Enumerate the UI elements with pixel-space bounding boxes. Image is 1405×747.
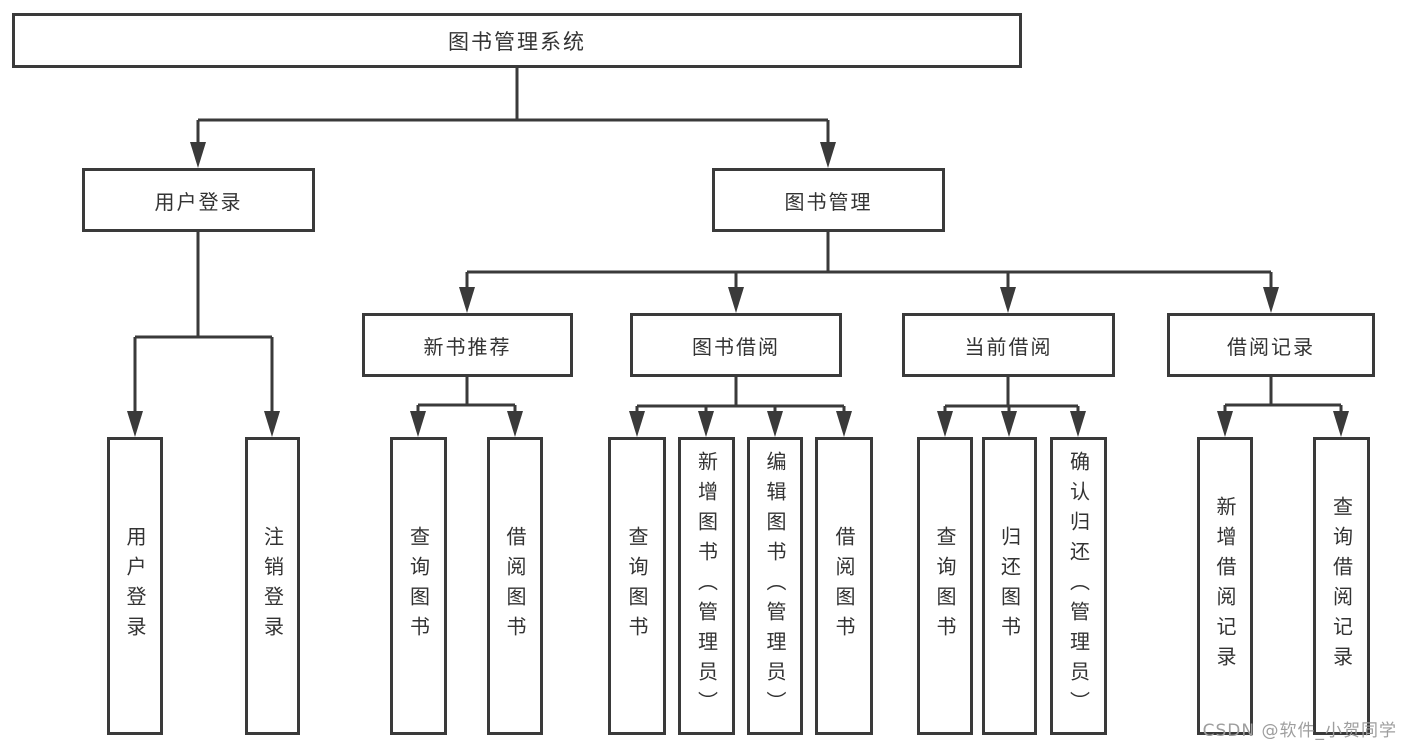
- arrow-down-icon: [767, 411, 783, 437]
- node-label: 借阅图书: [832, 526, 856, 646]
- arrow-down-icon: [698, 411, 714, 437]
- node-label: 编辑图书（管理员）: [763, 451, 787, 721]
- node-book-borrowing: 图书借阅: [630, 313, 842, 377]
- node-label: 查询图书: [406, 526, 431, 646]
- node-label: 归还图书: [997, 526, 1022, 646]
- arrow-down-icon: [1263, 287, 1279, 313]
- node-label: 当前借阅: [964, 334, 1053, 359]
- node-label: 图书管理系统: [448, 29, 586, 54]
- leaf-logout: 注销登录: [245, 437, 300, 735]
- arrow-down-icon: [937, 411, 953, 437]
- node-library-system: 图书管理系统: [12, 13, 1022, 68]
- arrow-down-icon: [507, 411, 523, 437]
- leaf-borrow-books-recommendation: 借阅图书: [487, 437, 543, 735]
- arrow-down-icon: [820, 142, 836, 168]
- arrow-down-icon: [127, 411, 143, 437]
- leaf-user-login: 用户登录: [107, 437, 163, 735]
- arrow-down-icon: [728, 287, 744, 313]
- node-current-borrowing: 当前借阅: [902, 313, 1115, 377]
- leaf-query-books-current: 查询图书: [917, 437, 973, 735]
- node-label: 新书推荐: [423, 334, 512, 359]
- node-label: 新增图书（管理员）: [694, 451, 719, 721]
- arrow-down-icon: [629, 411, 645, 437]
- arrow-down-icon: [264, 411, 280, 437]
- node-label: 图书管理: [784, 189, 873, 214]
- leaf-return-book: 归还图书: [982, 437, 1037, 735]
- leaf-borrow-books-borrowing: 借阅图书: [815, 437, 873, 735]
- node-label: 用户登录: [123, 526, 147, 646]
- arrow-down-icon: [1333, 411, 1349, 437]
- arrow-down-icon: [1217, 411, 1233, 437]
- arrow-down-icon: [410, 411, 426, 437]
- connector-path: [133, 68, 1343, 415]
- arrowheads: [127, 142, 1349, 437]
- watermark: CSDN @软件_小贺同学: [1202, 721, 1397, 741]
- node-label: 查询借阅记录: [1329, 496, 1354, 676]
- node-user-login: 用户登录: [82, 168, 315, 232]
- node-label: 图书借阅: [692, 334, 780, 359]
- node-label: 确认归还（管理员）: [1066, 451, 1091, 721]
- arrow-down-icon: [190, 142, 206, 168]
- node-label: 查询图书: [933, 526, 957, 646]
- node-label: 借阅记录: [1227, 334, 1315, 359]
- arrow-down-icon: [1001, 411, 1017, 437]
- leaf-add-book-admin: 新增图书（管理员）: [678, 437, 735, 735]
- node-label: 借阅图书: [503, 526, 527, 646]
- node-label: 用户登录: [154, 189, 243, 214]
- node-label: 注销登录: [260, 526, 285, 646]
- node-new-book-recommendation: 新书推荐: [362, 313, 573, 377]
- leaf-query-books-recommendation: 查询图书: [390, 437, 447, 735]
- leaf-edit-book-admin: 编辑图书（管理员）: [747, 437, 803, 735]
- leaf-add-borrow-record: 新增借阅记录: [1197, 437, 1253, 735]
- leaf-confirm-return-admin: 确认归还（管理员）: [1050, 437, 1107, 735]
- leaf-query-borrow-record: 查询借阅记录: [1313, 437, 1370, 735]
- arrow-down-icon: [459, 287, 475, 313]
- node-label: 新增借阅记录: [1213, 496, 1237, 676]
- node-borrowing-records: 借阅记录: [1167, 313, 1375, 377]
- node-book-management: 图书管理: [712, 168, 945, 232]
- node-label: 查询图书: [625, 526, 649, 646]
- arrow-down-icon: [1070, 411, 1086, 437]
- arrow-down-icon: [1000, 287, 1016, 313]
- leaf-query-books-borrowing: 查询图书: [608, 437, 666, 735]
- arrow-down-icon: [836, 411, 852, 437]
